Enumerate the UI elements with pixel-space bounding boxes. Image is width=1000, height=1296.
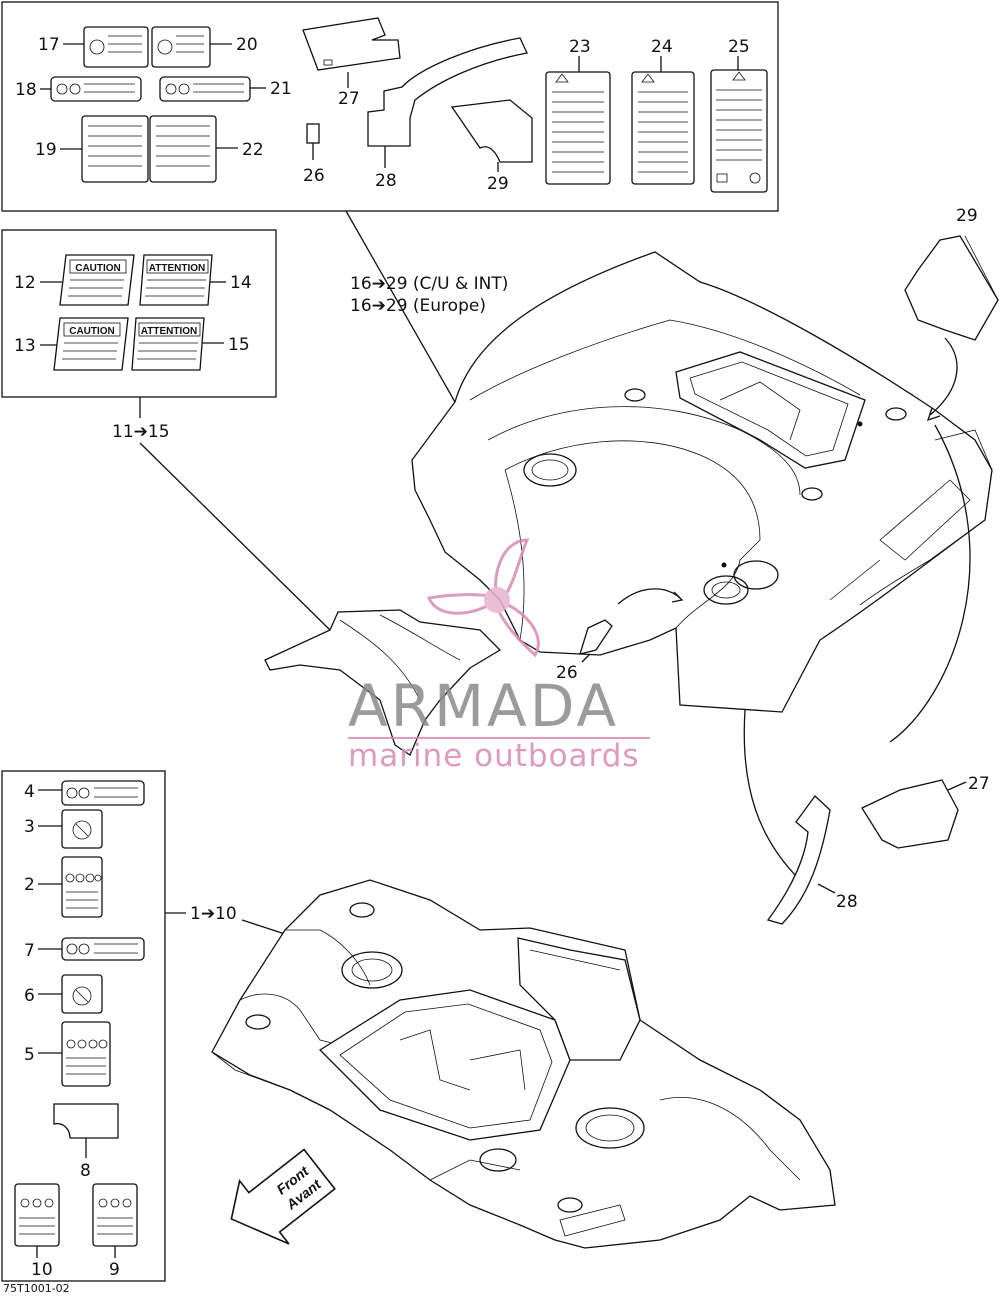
callout-14: 14	[230, 273, 252, 293]
attention-label: ATTENTION	[141, 326, 197, 337]
bracket-part	[139, 442, 502, 756]
callout-3: 3	[24, 817, 35, 837]
box-frame	[1, 770, 166, 1282]
callout-9: 9	[109, 1260, 120, 1280]
callout-19: 19	[35, 140, 57, 160]
callout-15: 15	[228, 335, 250, 355]
decal-14: ATTENTION 14	[139, 254, 252, 306]
attention-label: ATTENTION	[149, 263, 205, 274]
leader-16-29	[345, 210, 456, 403]
watermark-logo: ARMADA marine outboards	[348, 538, 650, 774]
decal-17	[83, 26, 149, 68]
callout-17: 17	[38, 35, 60, 55]
callout-26-middle: 26	[556, 663, 578, 683]
decal-22	[149, 115, 217, 183]
decal-4	[61, 780, 145, 806]
decal-27	[302, 17, 401, 71]
decal-24	[631, 71, 695, 185]
front-direction-arrow[interactable]: Front Avant	[216, 1138, 344, 1263]
decal-23	[545, 71, 611, 185]
callout-23: 23	[569, 37, 591, 57]
watermark-brand: ARMADA	[348, 672, 619, 740]
callout-18: 18	[15, 80, 37, 100]
decal-20	[151, 26, 211, 68]
decal-18	[50, 76, 142, 102]
callout-25: 25	[728, 37, 750, 57]
box-labels-1-10: 4 3 2 7 6 5 8 10	[1, 770, 166, 1282]
callout-5: 5	[24, 1045, 35, 1065]
callout-2: 2	[24, 875, 35, 895]
callout-20: 20	[236, 35, 258, 55]
box-frame	[1, 1, 779, 212]
decal-28	[367, 37, 528, 147]
callout-11-15: 11➔15	[112, 422, 170, 442]
callout-27: 27	[338, 89, 360, 109]
decal-13: CAUTION 13	[14, 317, 129, 371]
leader-curve	[743, 709, 801, 881]
callout-16-29-europe: 16➔29 (Europe)	[350, 296, 486, 316]
callout-26: 26	[303, 166, 325, 186]
callout-27-right: 27	[968, 774, 990, 794]
decal-29	[450, 99, 533, 163]
leader-curve	[889, 424, 971, 743]
callout-22: 22	[242, 140, 264, 160]
decal-21	[159, 76, 251, 102]
callout-4: 4	[24, 782, 35, 802]
caution-label: CAUTION	[69, 326, 115, 337]
box-frame	[1, 229, 277, 398]
callout-28-right: 28	[836, 892, 858, 912]
decal-7	[61, 937, 145, 961]
propeller-icon	[426, 538, 540, 658]
diagram-reference: 75T1001-02	[3, 1282, 70, 1295]
decal-8	[53, 1103, 119, 1139]
watermark-tagline: marine outboards	[348, 738, 640, 774]
decal-12: CAUTION 12	[14, 254, 135, 306]
decal-3	[61, 809, 103, 849]
callout-6: 6	[24, 986, 35, 1006]
decal-27-right: 27	[861, 774, 990, 849]
leader-1-10	[241, 919, 286, 935]
decal-26-middle: 26	[556, 588, 684, 683]
callout-28: 28	[375, 171, 397, 191]
decal-10	[14, 1183, 60, 1247]
callout-8: 8	[80, 1161, 91, 1181]
decal-2	[61, 856, 103, 918]
decal-5	[61, 1021, 111, 1087]
callout-10: 10	[31, 1260, 53, 1280]
callout-21: 21	[270, 79, 292, 99]
front-fender	[211, 879, 836, 1249]
decal-9	[92, 1183, 138, 1247]
decal-25	[710, 69, 768, 193]
decal-15: ATTENTION 15	[131, 317, 250, 371]
callout-7: 7	[24, 941, 35, 961]
decal-6	[61, 974, 103, 1014]
decal-28-right: 28	[766, 795, 858, 925]
callout-1-10: 1➔10	[190, 904, 237, 924]
box-labels-16-29: 17 20 18 21 19 22 27 28	[1, 1, 779, 212]
callout-12: 12	[14, 273, 36, 293]
callout-24: 24	[651, 37, 673, 57]
decal-29-right: 29	[904, 206, 999, 422]
callout-29: 29	[487, 174, 509, 194]
callout-16-29-cu-int: 16➔29 (C/U & INT)	[350, 274, 508, 294]
callout-13: 13	[14, 336, 36, 356]
rear-fender	[411, 251, 993, 713]
caution-label: CAUTION	[75, 263, 121, 274]
callout-29-right: 29	[956, 206, 978, 226]
decal-26	[306, 123, 320, 144]
box-labels-11-15: CAUTION 12 ATTENTION 14 CAUTION 13 ATTEN…	[1, 229, 277, 442]
